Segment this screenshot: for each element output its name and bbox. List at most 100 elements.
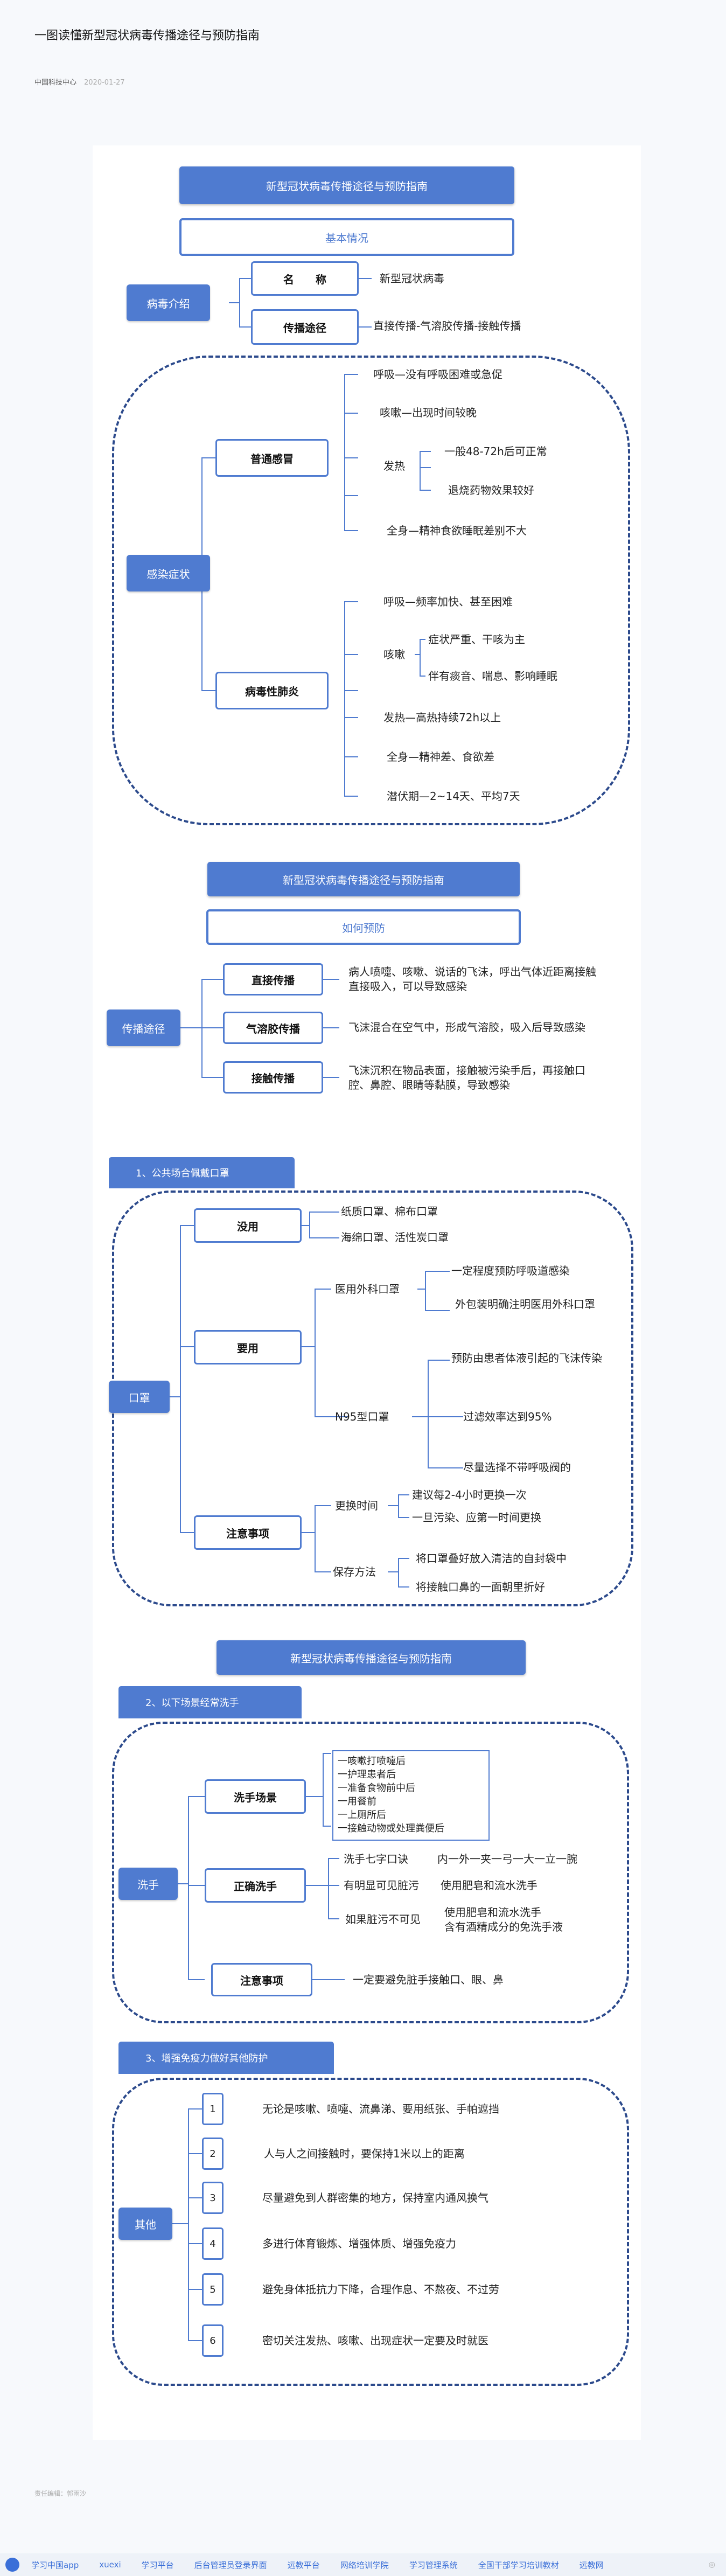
route-node: 传播途径 [251,309,359,345]
bottom-link[interactable]: 全国干部学习培训教材 [478,2560,559,2570]
name-value: 新型冠状病毒 [380,272,444,285]
mask-notes-node: 注意事项 [194,1515,302,1550]
correct-row-2-left: 有明显可见脏污 [344,1879,419,1892]
scene-item: 一准备食物前中后 [338,1783,415,1794]
symptoms-node: 感染症状 [127,555,210,591]
medical-item-1: 一定程度预防呼吸道感染 [451,1264,570,1277]
cough-item-2: 伴有痰音、喘息、影响睡眠 [428,670,557,683]
part2-subheader: 如何预防 [206,909,521,945]
logo-icon [5,2558,19,2572]
route-root-node: 传播途径 [107,1009,180,1046]
item-number-2: 2 [202,2138,224,2170]
correct-row-3-left: 如果脏污不可见 [345,1913,421,1926]
part5-section: 3、增强免疫力做好其他防护 [118,2042,334,2074]
direct-node: 直接传播 [223,963,323,995]
other-item-1: 无论是咳嗽、喷嚏、流鼻涕、要用纸张、手帕遮挡 [262,2102,499,2115]
mask-root-node: 口罩 [109,1381,170,1413]
cold-item-fever: 发热 [383,459,405,472]
mask-dashed-frame [112,1190,633,1606]
medical-item-2: 外包装明确注明医用外科口罩 [455,1298,595,1311]
bottom-link-bar: 学习中国app xuexi 学习平台 后台管理员登录界面 远教平台 网络培训学院… [0,2553,726,2576]
name-node: 名 称 [251,261,359,296]
handwash-scene-node: 洗手场景 [205,1779,306,1814]
symptoms-dashed-frame [112,356,630,825]
pneu-item-body: 全身—精神差、食欲差 [387,750,494,763]
scene-item: 一护理患者后 [338,1769,396,1780]
pneu-item-incubation: 潜伏期—2~14天、平均7天 [387,790,520,803]
useful-node: 要用 [194,1330,302,1364]
handwash-root-node: 洗手 [118,1868,178,1900]
pneu-item-breathing: 呼吸—频率加快、甚至困难 [383,595,513,608]
bottom-link[interactable]: 学习平台 [141,2560,174,2570]
item-number-5: 5 [202,2273,224,2306]
bottom-link[interactable]: 学习管理系统 [409,2560,458,2570]
n95-item-2: 过滤效率达到95% [463,1410,552,1423]
correct-row-2-right: 使用肥皂和流水洗手 [441,1879,537,1892]
part4-section: 2、以下场景经常洗手 [118,1686,302,1718]
medical-mask-label: 医用外科口罩 [335,1283,400,1296]
useless-node: 没用 [194,1208,302,1243]
item-number-3: 3 [202,2182,224,2214]
other-item-4: 多进行体育锻炼、增强体质、增强免疫力 [262,2237,456,2250]
more-icon[interactable]: ◎ [708,2560,715,2569]
pneu-item-fever: 发热—高热持续72h以上 [383,711,501,724]
part1-subheader: 基本情况 [179,218,514,256]
other-dashed-frame [112,2078,629,2386]
bottom-link[interactable]: 学习中国app [31,2560,79,2570]
correct-row-1-left: 洗手七字口诀 [344,1853,408,1865]
other-item-2: 人与人之间接触时，要保持1米以上的距离 [264,2147,465,2160]
change-item-1: 建议每2-4小时更换一次 [412,1488,527,1501]
part1-header: 新型冠状病毒传播途径与预防指南 [179,166,514,204]
storage-item-1: 将口罩叠好放入清洁的自封袋中 [416,1552,567,1565]
scene-item: 一咳嗽打喷嚏后 [338,1756,406,1767]
handwash-notes-node: 注意事项 [211,1963,312,1996]
useless-item-1: 纸质口罩、棉布口罩 [341,1205,438,1218]
contact-node: 接触传播 [223,1061,323,1094]
change-time-label: 更换时间 [335,1499,378,1512]
change-item-2: 一旦污染、应第一时间更换 [412,1511,541,1524]
common-cold-node: 普通感冒 [215,439,329,477]
correct-row-1-right: 内一外一夹一弓一大一立一腕 [437,1853,577,1865]
bottom-link[interactable]: 远教网 [579,2560,604,2570]
storage-item-2: 将接触口鼻的一面朝里折好 [416,1581,545,1593]
bottom-link[interactable]: xuexi [99,2560,121,2570]
direct-desc: 病人喷嚏、咳嗽、说话的飞沫，呼出气体近距离接触直接吸入，可以导致感染 [348,965,596,993]
fever-item-1: 一般48-72h后可正常 [444,445,547,458]
correct-wash-node: 正确洗手 [205,1868,306,1903]
aerosol-desc: 飞沫混合在空气中，形成气溶胶，吸入后导致感染 [348,1021,585,1034]
contact-desc: 飞沫沉积在物品表面，接触被污染手后，再接触口腔、鼻腔、眼睛等黏膜，导致感染 [348,1064,585,1091]
item-number-6: 6 [202,2324,224,2357]
scene-item: 一上厕所后 [338,1809,386,1821]
cold-item-cough: 咳嗽—出现时间较晚 [380,406,477,419]
virus-intro-node: 病毒介绍 [127,284,210,321]
other-item-5: 避免身体抵抗力下降，合理作息、不熬夜、不过劳 [262,2283,499,2296]
bottom-link[interactable]: 后台管理员登录界面 [194,2560,267,2570]
aerosol-node: 气溶胶传播 [223,1012,323,1044]
handwash-note-text: 一定要避免脏手接触口、眼、鼻 [353,1973,504,1986]
bottom-link[interactable]: 网络培训学院 [340,2560,389,2570]
cold-item-body: 全身—精神食欲睡眠差别不大 [387,524,527,537]
other-item-3: 尽量避免到人群密集的地方，保持室内通风换气 [262,2191,488,2204]
n95-item-3: 尽量选择不带呼吸阀的 [463,1461,571,1474]
scene-item: 一接触动物或处理粪便后 [338,1823,444,1834]
correct-row-3-right: 使用肥皂和流水洗手 含有酒精成分的免洗手液 [444,1906,563,1933]
item-number-1: 1 [202,2093,224,2125]
useless-item-2: 海绵口罩、活性炭口罩 [341,1231,449,1244]
fever-item-2: 退烧药物效果较好 [448,484,534,497]
storage-label: 保存方法 [333,1565,376,1578]
n95-label: N95型口罩 [335,1410,389,1423]
part2-header: 新型冠状病毒传播途径与预防指南 [207,862,520,896]
other-root-node: 其他 [118,2208,172,2240]
item-number-4: 4 [202,2227,224,2260]
n95-item-1: 预防由患者体液引起的飞沫传染 [451,1352,602,1364]
pneu-item-cough: 咳嗽 [383,648,405,661]
cold-item-breathing: 呼吸—没有呼吸困难或急促 [373,368,502,381]
handwash-dashed-frame [112,1722,629,2023]
bottom-link[interactable]: 远教平台 [287,2560,320,2570]
other-item-6: 密切关注发热、咳嗽、出现症状一定要及时就医 [262,2334,488,2347]
part3-section: 1、公共场合佩戴口罩 [109,1157,295,1188]
part4-header: 新型冠状病毒传播途径与预防指南 [217,1640,526,1675]
editor-note: 责任编辑：郭雨沙 [34,2490,87,2497]
source-label[interactable]: 中国科技中心 [34,79,77,87]
